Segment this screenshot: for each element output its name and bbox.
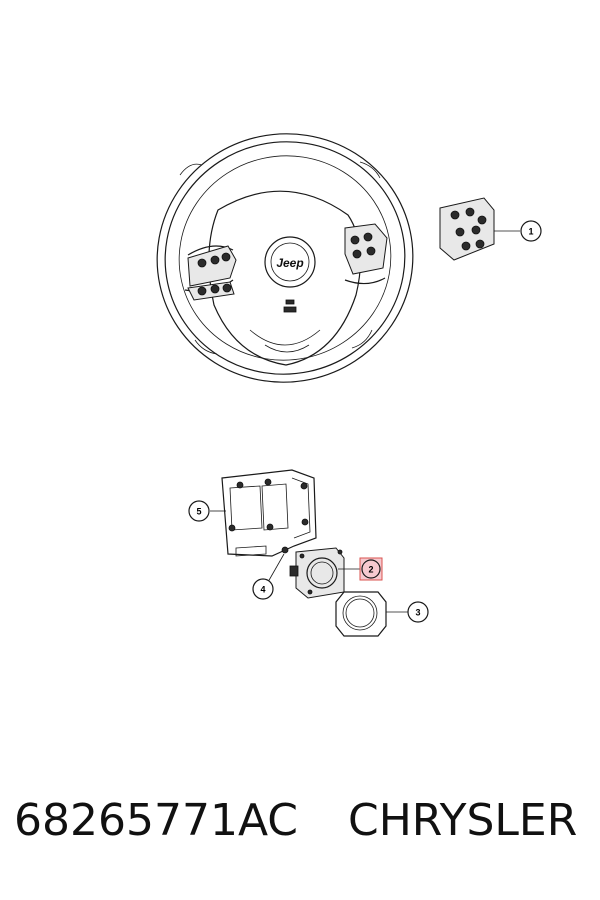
svg-text:3: 3 <box>415 608 420 618</box>
part-number-label: 68265771AC <box>14 795 299 846</box>
clock-module-part <box>289 547 345 599</box>
callout-3: 3 <box>407 601 429 623</box>
wheel-logo-text: Jeep <box>276 256 303 270</box>
steering-wheel-illustration: Jeep <box>156 133 414 383</box>
brand-label: CHRYSLER <box>348 795 578 846</box>
svg-text:2: 2 <box>368 565 373 575</box>
svg-text:5: 5 <box>196 507 201 517</box>
callout-4: 4 <box>252 578 274 600</box>
steering-switch-part <box>439 197 495 261</box>
svg-text:4: 4 <box>260 585 265 595</box>
right-switch-cluster <box>344 223 388 275</box>
left-switch-cluster <box>187 245 237 301</box>
callout-5: 5 <box>188 500 210 522</box>
callout-1: 1 <box>520 220 542 242</box>
svg-text:1: 1 <box>528 227 533 237</box>
screw-part <box>281 546 289 554</box>
bezel-ring-part <box>335 591 387 637</box>
mounting-bracket-part <box>221 469 317 557</box>
callout-2-highlighted[interactable]: 2 <box>359 557 383 581</box>
parts-diagram: Jeep <box>156 133 542 637</box>
footer: 68265771AC CHRYSLER <box>0 795 600 865</box>
